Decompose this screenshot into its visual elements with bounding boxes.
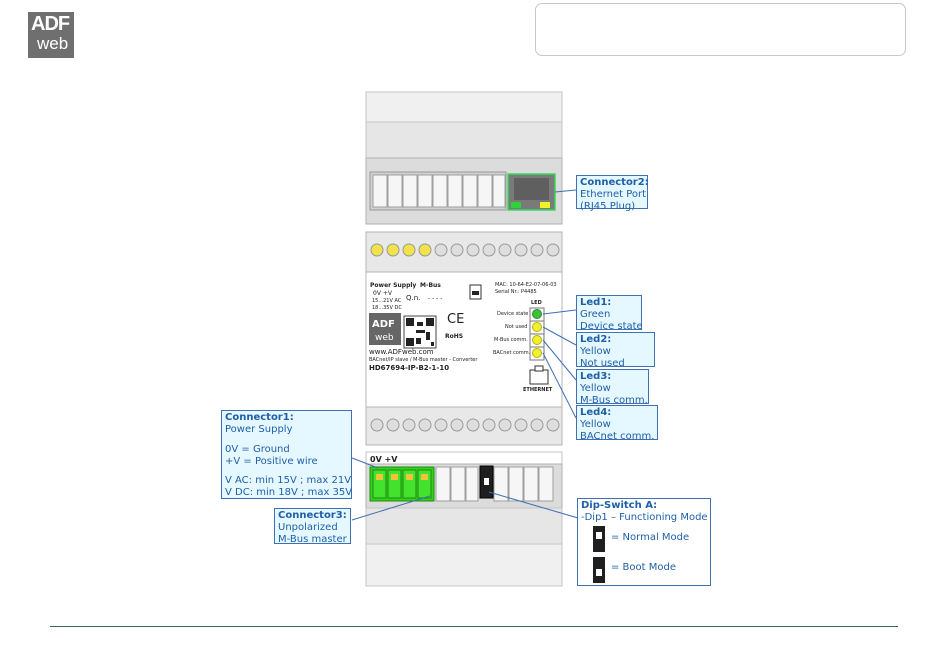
label-terminal-0v-v: 0V +V [370, 455, 398, 464]
bottom-terminal-slots [435, 466, 554, 502]
label-product-code: HD67694-IP-B2-1-10 [369, 364, 450, 372]
svg-text:web: web [375, 333, 394, 343]
dip-switch-label-icon [469, 284, 482, 300]
device-middle-section: ADF web [365, 231, 563, 446]
callout-led4-line: Yellow [580, 419, 611, 430]
dip-normal-mode-label: = Normal Mode [611, 532, 690, 543]
callout-led2-line: Yellow [580, 346, 611, 357]
ethernet-icon [529, 365, 549, 385]
svg-text:ADF: ADF [372, 319, 395, 330]
callout-dipswitch-title: Dip-Switch A: [581, 500, 658, 511]
callout-connector1-line: +V = Positive wire [225, 456, 318, 467]
callout-led4: Led4: Yellow BACnet comm. [576, 405, 658, 442]
callout-connector1: Connector1: Power Supply 0V = Ground +V … [221, 410, 352, 499]
callout-dipswitch-line: -Dip1 – Functioning Mode [581, 512, 708, 523]
logo-line1: ADF [31, 13, 70, 35]
dip-boot-mode-label: = Boot Mode [611, 562, 676, 573]
led-array [529, 307, 545, 361]
device-bottom-section [365, 451, 563, 587]
callout-connector2-line: Ethernet Port [580, 189, 647, 200]
dip-switch-a[interactable] [479, 465, 494, 499]
label-qn-value: - - - - [428, 295, 443, 302]
qr-code [403, 315, 437, 349]
callout-connector1-line: V AC: min 15V ; max 21V [225, 475, 352, 486]
top-terminal-slots [372, 174, 506, 208]
callout-led4-title: Led4: [580, 407, 612, 418]
callout-led2-title: Led2: [580, 334, 612, 345]
led2-label: Not used [505, 324, 528, 330]
callout-connector3: Connector3: Unpolarized M-Bus master [274, 508, 351, 545]
callout-connector1-line: 0V = Ground [225, 444, 290, 455]
callout-connector2-title: Connector2: [580, 177, 649, 188]
front-label-logo: ADF web [369, 313, 401, 345]
footer-divider [50, 626, 898, 627]
callout-led3-line: M-Bus comm. [580, 395, 648, 406]
callout-led2-line: Not used [580, 358, 625, 369]
led4-label: BACnet comm. [493, 350, 531, 356]
callout-connector1-spacer [225, 436, 348, 444]
callout-led1-title: Led1: [580, 297, 612, 308]
adfweb-logo: ADF web [28, 12, 74, 58]
label-description: BACnet/IP slave / M-Bus master - Convert… [369, 357, 478, 363]
led3-label: M-Bus comm. [494, 337, 528, 343]
label-power-supply: Power Supply [370, 282, 417, 289]
header-box [535, 3, 906, 56]
led4-yellow [532, 348, 542, 358]
label-ethernet: ETHERNET [523, 387, 553, 393]
callout-connector2-line: (RJ45 Plug) [580, 201, 636, 212]
callout-led4-line: BACnet comm. [580, 431, 655, 442]
callout-connector3-line: M-Bus master [278, 534, 347, 545]
callout-led1-line: Device state [580, 321, 643, 332]
callout-leader-lines [351, 189, 579, 521]
dip-boot-mode-icon [593, 557, 605, 583]
callout-led3: Led3: Yellow M-Bus comm. [576, 369, 649, 406]
label-mac: MAC: 10-64-E2-07-06-03 [495, 282, 557, 288]
top-screw-row [370, 243, 560, 257]
rj45-port[interactable] [507, 173, 556, 211]
callout-connector3-title: Connector3: [278, 510, 347, 521]
label-url: www.ADFweb.com [369, 348, 434, 356]
callout-dipswitch: Dip-Switch A: -Dip1 – Functioning Mode [577, 498, 711, 586]
label-led: LED [531, 300, 542, 306]
device-top-section [365, 91, 563, 225]
callout-led3-line: Yellow [580, 383, 611, 394]
callout-connector3-line: Unpolarized [278, 522, 338, 533]
callout-led1-line: Green [580, 309, 611, 320]
rohs-mark: RoHS [445, 333, 464, 340]
dip-normal-mode-icon [593, 526, 605, 552]
callout-connector2: Connector2: Ethernet Port (RJ45 Plug) [576, 175, 649, 212]
callout-connector1-spacer [225, 468, 348, 475]
callout-connector1-line: Power Supply [225, 424, 293, 435]
label-0v-plus-v: 0V +V [373, 290, 392, 297]
label-dc-range: 18...35V DC [372, 305, 402, 311]
callout-led1: Led1: Green Device state [576, 295, 643, 332]
led1-label: Device state [497, 311, 529, 317]
logo-line2: web [37, 34, 69, 53]
led1-green [532, 309, 542, 319]
ce-mark: CE [447, 312, 465, 327]
label-qn: Q.n. [406, 294, 421, 302]
bottom-screw-row [370, 418, 560, 432]
callout-connector1-line: V DC: min 18V ; max 35V [225, 487, 353, 498]
callout-led2: Led2: Yellow Not used [576, 332, 655, 369]
label-ac-range: 15...21V AC [372, 298, 402, 304]
callout-connector1-title: Connector1: [225, 412, 294, 423]
led3-yellow [532, 335, 542, 345]
bottom-green-terminal[interactable] [369, 466, 435, 502]
label-mbus: M-Bus [420, 282, 441, 289]
callout-led3-title: Led3: [580, 371, 612, 382]
label-serial: Serial Nr.: P4485 [495, 289, 537, 295]
led2-yellow [532, 322, 542, 332]
